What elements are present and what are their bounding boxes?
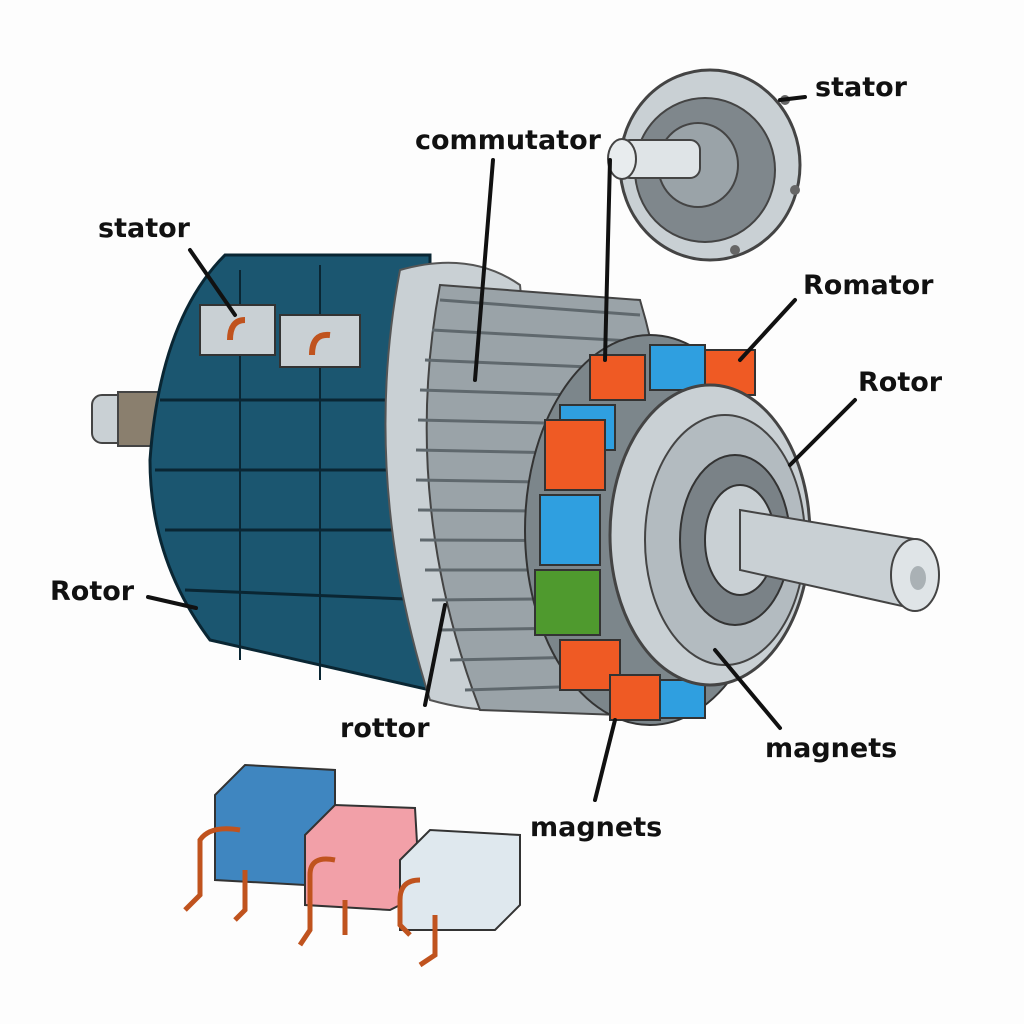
label-magnets-bottom: magnets <box>530 812 663 843</box>
label-magnets-right: magnets <box>765 733 898 764</box>
label-stator-top-right: stator <box>815 72 907 103</box>
label-commutator: commutator <box>415 125 601 156</box>
leader-lines <box>146 95 857 802</box>
end-cap <box>607 68 802 262</box>
label-rotor-left: Rotor <box>50 576 135 607</box>
output-shaft <box>739 508 940 612</box>
label-romator: Romator <box>803 270 934 301</box>
stator-housing <box>148 253 432 692</box>
label-stator-left: stator <box>98 213 190 244</box>
label-rottor: rottor <box>340 713 430 744</box>
label-rotor-right: Rotor <box>858 367 943 398</box>
magnet-blocks <box>183 763 521 968</box>
